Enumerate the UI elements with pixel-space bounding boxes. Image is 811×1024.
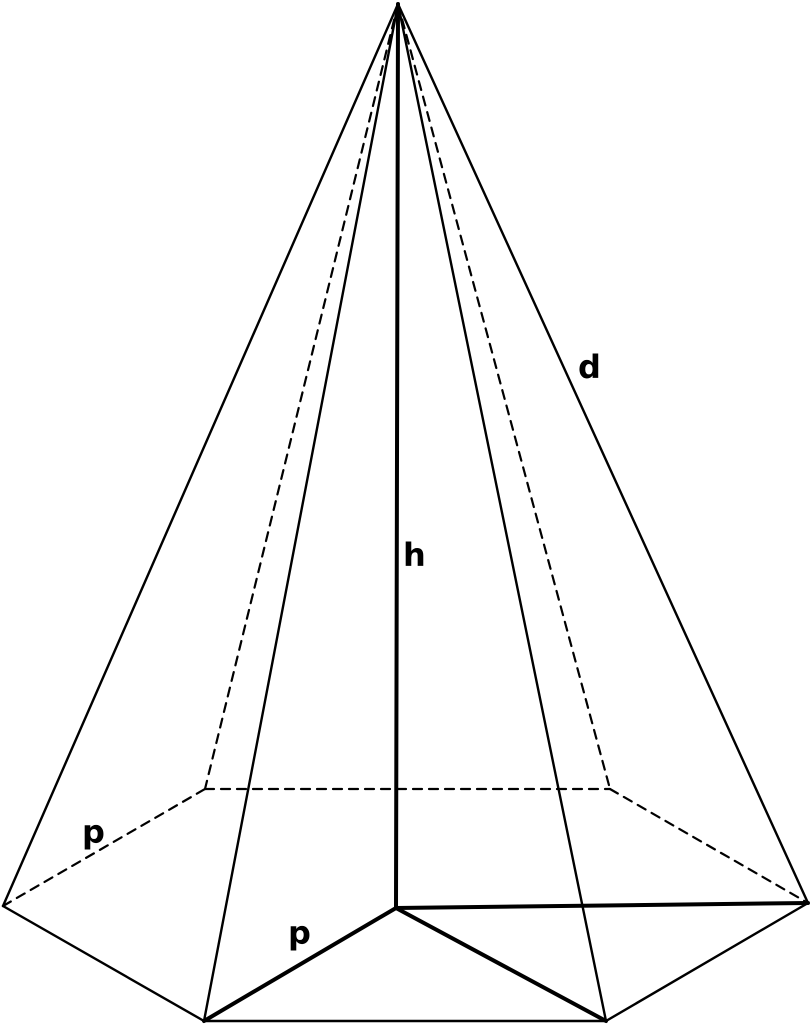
base-edge-front-right xyxy=(604,901,810,1023)
label-side-left: p xyxy=(82,813,105,851)
center-to-front-right-vertex xyxy=(394,906,608,1023)
hidden-base-edge-right xyxy=(608,787,810,905)
center-to-right-vertex xyxy=(394,901,810,910)
hidden-lateral-edge-left xyxy=(203,2,400,791)
lateral-edge-front-right xyxy=(396,2,608,1023)
height-line xyxy=(394,2,400,910)
lateral-edge-right-d xyxy=(396,2,810,905)
label-height: h xyxy=(403,536,426,574)
label-side-bottom: p xyxy=(288,914,311,952)
label-edge-d: d xyxy=(578,348,601,386)
center-to-front-left-vertex xyxy=(202,906,398,1023)
base-edge-front-left xyxy=(1,904,206,1023)
lateral-edge-left xyxy=(1,2,400,908)
hidden-base-edge-left xyxy=(1,787,207,908)
lateral-edge-front-left xyxy=(202,2,400,1023)
hidden-lateral-edge-right xyxy=(396,2,612,791)
